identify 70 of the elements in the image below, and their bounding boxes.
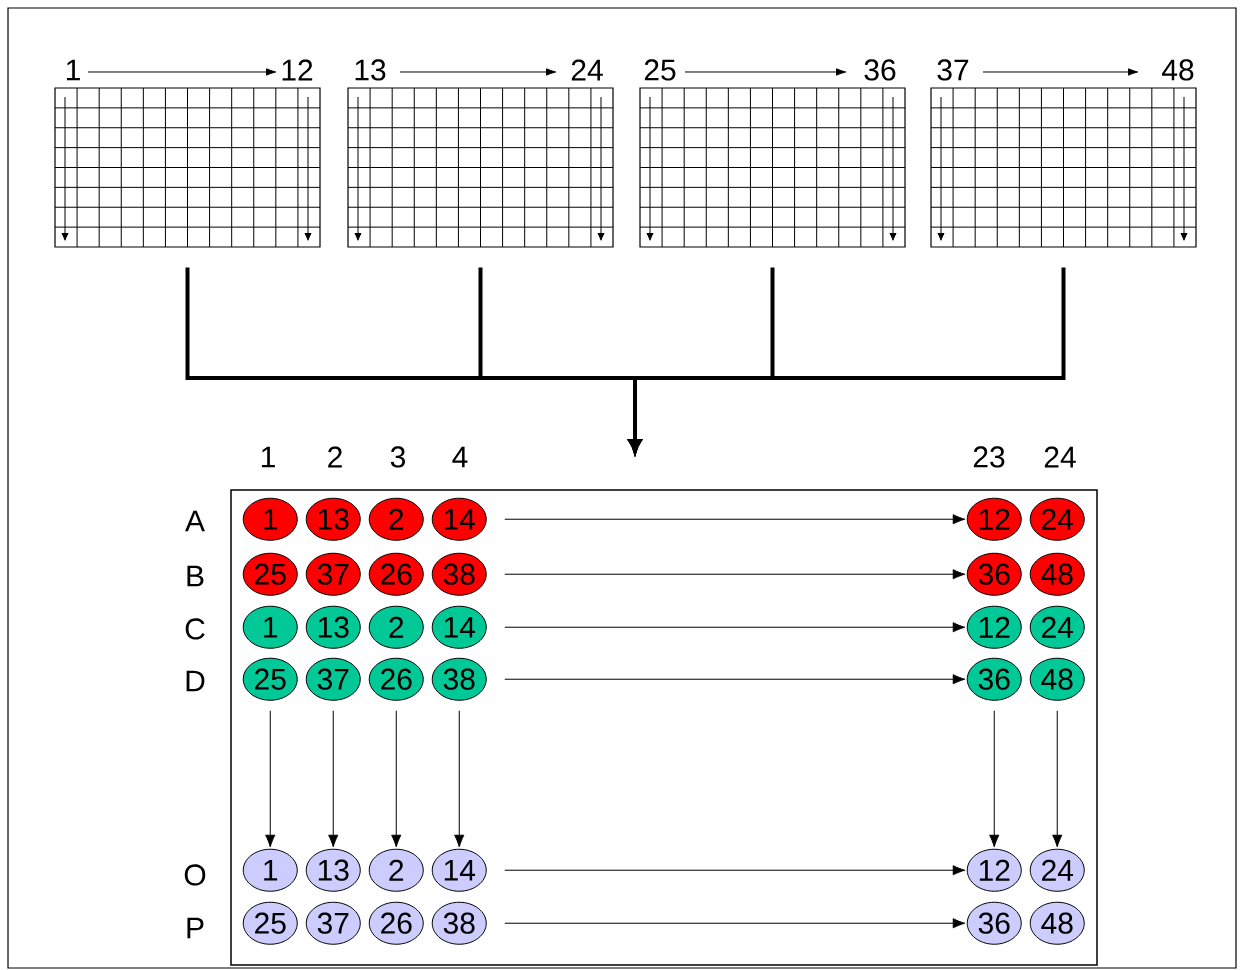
label: 2 xyxy=(328,446,342,468)
label: C xyxy=(185,618,205,640)
well: 13 xyxy=(305,848,361,892)
well: 25 xyxy=(242,901,298,945)
arrow xyxy=(504,918,966,929)
well: 2 xyxy=(368,497,424,541)
well: 24 xyxy=(1029,497,1085,541)
well: 1 xyxy=(242,497,298,541)
plate-grid xyxy=(639,87,906,248)
label: P xyxy=(187,917,204,939)
label: O xyxy=(184,864,206,886)
label: 37 xyxy=(937,59,969,81)
well: 2 xyxy=(368,848,424,892)
label: 3 xyxy=(390,446,405,468)
well: 26 xyxy=(368,552,424,596)
well: 24 xyxy=(1029,848,1085,892)
label: 25 xyxy=(644,59,676,81)
plate-outline xyxy=(230,489,1098,966)
well: 26 xyxy=(368,901,424,945)
well: 12 xyxy=(966,497,1022,541)
well: 12 xyxy=(966,848,1022,892)
well: 48 xyxy=(1029,552,1085,596)
well: 1 xyxy=(242,848,298,892)
arrow xyxy=(989,710,1000,848)
label: 12 xyxy=(282,59,313,81)
label: 24 xyxy=(1044,446,1076,468)
well: 48 xyxy=(1029,901,1085,945)
label: 13 xyxy=(355,59,386,81)
well: 12 xyxy=(966,605,1022,649)
well: 38 xyxy=(431,552,487,596)
arrow xyxy=(454,710,465,848)
well: 26 xyxy=(368,657,424,701)
arrow xyxy=(504,674,966,685)
plate-grid xyxy=(930,87,1197,248)
well: 36 xyxy=(966,657,1022,701)
well: 2 xyxy=(368,605,424,649)
plate-grid xyxy=(347,87,614,248)
arrow xyxy=(391,710,402,848)
label: D xyxy=(186,670,205,692)
label: A xyxy=(185,510,205,532)
label: 1 xyxy=(261,446,275,468)
arrow xyxy=(504,569,966,580)
arrow xyxy=(328,710,339,848)
well: 48 xyxy=(1029,657,1085,701)
well: 14 xyxy=(431,497,487,541)
arrow xyxy=(1052,710,1063,848)
label: 36 xyxy=(864,59,896,81)
well: 36 xyxy=(966,552,1022,596)
well: 36 xyxy=(966,901,1022,945)
well: 25 xyxy=(242,552,298,596)
well: 25 xyxy=(242,657,298,701)
arrow xyxy=(504,622,966,633)
well: 24 xyxy=(1029,605,1085,649)
label: B xyxy=(187,565,204,587)
well: 1 xyxy=(242,605,298,649)
well: 38 xyxy=(431,657,487,701)
arrow xyxy=(504,514,966,525)
well: 13 xyxy=(305,605,361,649)
plate-grid xyxy=(54,87,321,248)
well: 38 xyxy=(431,901,487,945)
well: 37 xyxy=(305,901,361,945)
label: 24 xyxy=(571,59,603,81)
label: 4 xyxy=(452,446,468,468)
well: 37 xyxy=(305,657,361,701)
arrow xyxy=(265,710,276,848)
well: 37 xyxy=(305,552,361,596)
well: 14 xyxy=(431,848,487,892)
arrow xyxy=(504,865,966,876)
well: 14 xyxy=(431,605,487,649)
well: 13 xyxy=(305,497,361,541)
